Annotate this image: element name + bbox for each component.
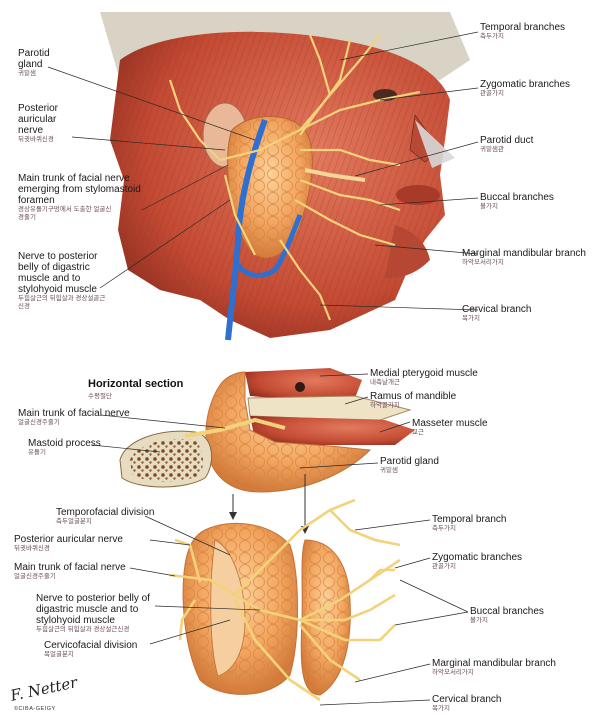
- label-posterior-auricular-nerve-lower: Posterior auricular nerve 뒤귓바퀴신경: [14, 534, 123, 552]
- label-cervicofacial-division: Cervicofacial division 목얼굴분지: [44, 640, 138, 658]
- label-parotid-gland-section: Parotid gland 귀밑샘: [380, 456, 439, 474]
- label-parotid-duct: Parotid duct 귀밑샘관: [480, 135, 534, 153]
- upper-head: [100, 12, 470, 341]
- leader-lines: [47, 31, 479, 706]
- label-masseter: Masseter muscle 교근: [412, 418, 488, 436]
- label-main-trunk-facial-nerve: Main trunk of facial nerve emerging from…: [18, 173, 141, 221]
- label-ramus-mandible: Ramus of mandible 하악골가지: [370, 391, 457, 409]
- label-temporal-branch: Temporal branch 측두가지: [432, 514, 507, 532]
- label-temporal-branches: Temporal branches 측두가지: [480, 22, 566, 40]
- label-marginal-mandibular-branch: Marginal mandibular branch 하악모서리가지: [462, 248, 586, 266]
- label-zygomatic-branches: Zygomatic branches 관골가지: [480, 79, 571, 97]
- section-heading: Horizontal section 수평절단: [88, 378, 184, 400]
- split-gland: [169, 498, 401, 702]
- label-parotid-gland: Parotid gland 귀밑샘: [18, 48, 50, 77]
- label-main-trunk-facial-nerve-section: Main trunk of facial nerve 얼굴신경주줄기: [18, 408, 130, 426]
- facial-nerve-branches-lower: [169, 498, 401, 702]
- label-cervical-branch: Cervical branch 목가지: [462, 304, 532, 322]
- facial-nerve-branches-upper: [168, 34, 421, 321]
- label-nerve-posterior-belly: Nerve to posterior belly of digastric mu…: [18, 251, 106, 310]
- masseter-shape: [250, 416, 415, 445]
- label-nerve-posterior-belly-lower: Nerve to posterior belly of digastric mu…: [36, 593, 150, 633]
- label-marginal-mandibular-branch-lower: Marginal mandibular branch 하악모서리가지: [432, 658, 556, 676]
- label-temporofacial-division: Temporofacial division 측두얼굴분지: [56, 507, 155, 525]
- label-posterior-auricular-nerve: Posterior auricular nerve 뒤귓바퀴신경: [18, 103, 59, 143]
- label-medial-pterygoid: Medial pterygoid muscle 내측날개근: [370, 368, 478, 386]
- retromandibular-vein: [225, 118, 268, 341]
- horizontal-section: [119, 368, 415, 534]
- label-main-trunk-facial-nerve-lower: Main trunk of facial nerve 얼굴신경주줄기: [14, 562, 126, 580]
- copyright-note: ©CIBA-GEIGY: [14, 706, 56, 712]
- label-cervical-branch-lower: Cervical branch 목가지: [432, 694, 502, 712]
- label-zygomatic-branches-lower: Zygomatic branches 관골가지: [432, 552, 523, 570]
- label-buccal-branches-lower: Buccal branches 볼가지: [470, 606, 544, 624]
- label-buccal-branches: Buccal branches 볼가지: [480, 192, 554, 210]
- label-mastoid-process: Mastoid process 유돌기: [28, 438, 101, 456]
